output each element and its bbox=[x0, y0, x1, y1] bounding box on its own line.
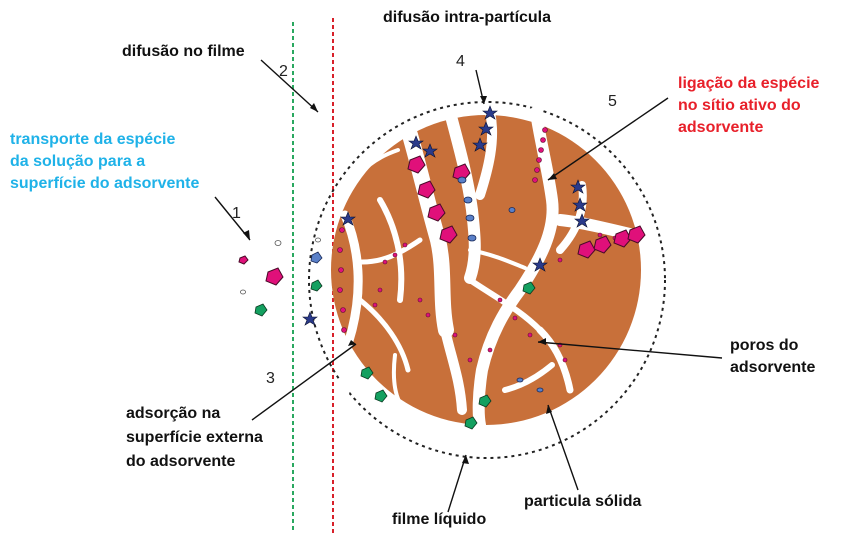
step-number-4: 4 bbox=[456, 53, 465, 70]
label-external-surface-line-3: do adsorvente bbox=[126, 453, 235, 470]
label-transport-line-1: transporte da espécie bbox=[10, 131, 176, 148]
label-external-surface-line-1: adsorção na bbox=[126, 405, 220, 422]
label-intra-particle-diffusion: difusão intra-partícula bbox=[383, 9, 551, 26]
step-number-3: 3 bbox=[266, 370, 275, 387]
label-transport-line-3: superfície do adsorvente bbox=[10, 175, 199, 192]
label-active-site-line-3: adsorvente bbox=[678, 119, 763, 136]
step-number-2: 2 bbox=[279, 63, 288, 80]
label-pores-line-2: adsorvente bbox=[730, 359, 815, 376]
label-active-site-line-2: no sítio ativo do bbox=[678, 97, 801, 114]
label-pores-line-1: poros do bbox=[730, 337, 799, 354]
label-solid-particle: particula sólida bbox=[524, 493, 641, 510]
label-liquid-film: filme líquido bbox=[392, 511, 486, 528]
step-number-1: 1 bbox=[232, 205, 241, 222]
label-transport-line-2: da solução para a bbox=[10, 153, 145, 170]
label-film-diffusion: difusão no filme bbox=[122, 43, 245, 60]
label-external-surface-line-2: superfície externa bbox=[126, 429, 263, 446]
label-active-site-line-1: ligação da espécie bbox=[678, 75, 820, 92]
step-number-5: 5 bbox=[608, 93, 617, 110]
